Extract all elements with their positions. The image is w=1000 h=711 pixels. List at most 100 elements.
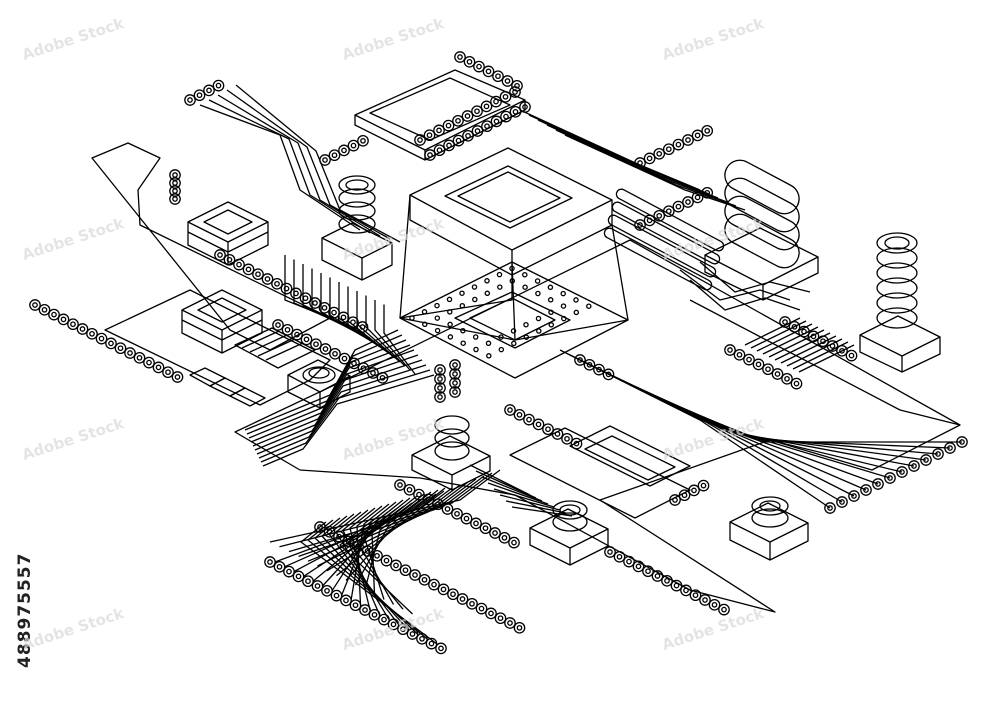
via-pad-hole bbox=[326, 528, 333, 535]
circuit-trace bbox=[338, 282, 391, 355]
via-pad-hole bbox=[474, 128, 481, 134]
via-pad-hole bbox=[507, 620, 513, 626]
via-pad bbox=[896, 466, 908, 478]
via-pad bbox=[480, 100, 493, 113]
via-pad bbox=[670, 579, 683, 592]
via-pad-hole bbox=[215, 82, 222, 89]
via-pad bbox=[321, 584, 333, 597]
via-pad-hole bbox=[390, 621, 397, 628]
via-pad bbox=[261, 273, 274, 285]
circuit-trace bbox=[322, 497, 411, 587]
via-pad-hole bbox=[474, 108, 480, 115]
circuit-trace bbox=[469, 464, 531, 496]
via-pad-hole bbox=[419, 635, 425, 642]
via-pad-hole bbox=[829, 343, 836, 349]
via-pad bbox=[124, 347, 136, 359]
via-pad bbox=[826, 340, 839, 352]
bga-ball bbox=[484, 290, 491, 297]
via-pad-hole bbox=[637, 222, 643, 228]
via-pad-hole bbox=[863, 487, 869, 493]
via-pad bbox=[699, 594, 711, 606]
via-pad-hole bbox=[431, 581, 437, 588]
bga-ball bbox=[496, 271, 503, 278]
via-pad-hole bbox=[362, 607, 368, 613]
via-pad bbox=[212, 79, 225, 92]
via-pad bbox=[300, 333, 313, 346]
circuit-trace bbox=[339, 514, 413, 615]
via-pad-hole bbox=[504, 78, 511, 84]
via-pad bbox=[798, 325, 810, 338]
circuit-trace bbox=[669, 404, 962, 443]
via-pad-hole bbox=[41, 306, 48, 313]
via-pad bbox=[602, 368, 615, 381]
via-pad-hole bbox=[295, 573, 302, 580]
bga-ball bbox=[498, 334, 504, 340]
via-pad bbox=[292, 570, 305, 583]
via-pad-hole bbox=[341, 355, 348, 362]
via-pad bbox=[133, 351, 146, 364]
via-pad-hole bbox=[512, 108, 519, 115]
via-pad bbox=[511, 79, 523, 92]
via-pad bbox=[333, 530, 345, 543]
resistor-pads bbox=[189, 367, 266, 407]
via-pad-hole bbox=[172, 172, 178, 178]
via-pad bbox=[845, 349, 858, 362]
circuit-trace bbox=[619, 379, 903, 473]
via-pad-hole bbox=[516, 411, 523, 418]
via-pad bbox=[788, 320, 801, 333]
via-pad-hole bbox=[746, 356, 752, 363]
via-pad bbox=[314, 521, 326, 533]
via-pad-hole bbox=[497, 615, 504, 622]
via-pad bbox=[651, 570, 664, 582]
via-pad-hole bbox=[959, 439, 965, 445]
via-pad-hole bbox=[564, 435, 570, 442]
via-pad bbox=[423, 129, 436, 142]
via-pad bbox=[162, 366, 174, 379]
coil-inductor-center bbox=[411, 415, 491, 491]
via-pad-hole bbox=[172, 188, 178, 194]
circuit-trace bbox=[354, 496, 429, 586]
via-pad bbox=[86, 327, 98, 340]
via-pad-hole bbox=[317, 524, 323, 530]
via-pad-hole bbox=[426, 132, 433, 139]
via-pad-hole bbox=[127, 350, 133, 356]
via-pad bbox=[451, 507, 463, 520]
via-pad bbox=[399, 564, 412, 577]
via-pad-hole bbox=[172, 180, 178, 186]
via-pad bbox=[643, 214, 656, 227]
via-pad bbox=[836, 344, 848, 357]
via-pad-hole bbox=[437, 394, 443, 400]
via-pad bbox=[661, 574, 673, 587]
via-pad-hole bbox=[345, 538, 352, 545]
circuit-trace bbox=[374, 300, 411, 371]
via-pad-hole bbox=[721, 606, 727, 613]
via-pad-hole bbox=[782, 319, 788, 325]
via-pad bbox=[76, 323, 89, 335]
via-pad bbox=[48, 308, 60, 321]
via-pad bbox=[454, 51, 466, 63]
via-pad bbox=[463, 55, 476, 68]
stock-id-text: 488975557 bbox=[15, 553, 35, 668]
via-pad-hole bbox=[887, 475, 893, 481]
via-pad bbox=[697, 479, 710, 492]
via-pad bbox=[184, 94, 196, 106]
via-pad bbox=[203, 84, 215, 97]
via-pad bbox=[456, 593, 469, 605]
via-pad bbox=[613, 550, 626, 563]
via-pad bbox=[442, 119, 455, 132]
via-pad bbox=[337, 311, 350, 324]
via-pad-hole bbox=[516, 624, 523, 631]
via-pad bbox=[509, 105, 522, 118]
bga-ball bbox=[447, 334, 454, 340]
via-pad bbox=[390, 559, 402, 572]
via-pad-hole bbox=[473, 520, 479, 527]
smd-chip-upper-left bbox=[187, 201, 269, 266]
via-pad-hole bbox=[70, 321, 76, 328]
via-pad bbox=[397, 623, 409, 636]
via-pad bbox=[848, 490, 860, 502]
via-pad bbox=[653, 209, 666, 222]
via-pad-hole bbox=[573, 440, 580, 447]
circuit-trace bbox=[689, 299, 961, 426]
via-pad-hole bbox=[493, 118, 500, 125]
via-pad bbox=[416, 632, 428, 645]
